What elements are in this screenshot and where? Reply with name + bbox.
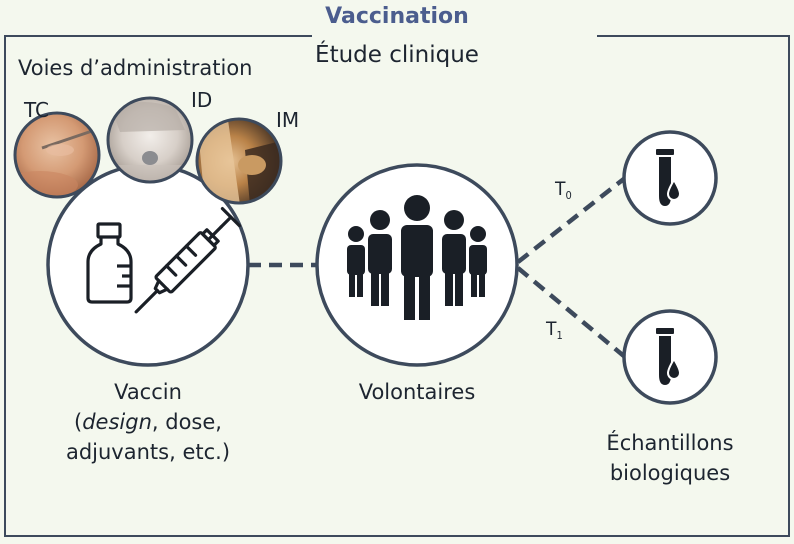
route-photo-id: [106, 96, 194, 184]
connector-volunteers-t1: [516, 266, 627, 359]
routes-title: Voies d’administration: [18, 56, 253, 80]
people-icon: [347, 195, 487, 320]
route-photo-im: [195, 117, 283, 205]
vaccine-label-line1: Vaccin: [114, 380, 182, 404]
outer-frame: [4, 35, 790, 537]
sample-tube-icon: [656, 328, 682, 385]
vaccine-label-line3: adjuvants, etc.): [65, 440, 231, 464]
vial-icon: [86, 222, 133, 304]
vaccine-label-design: design: [82, 410, 152, 434]
samples-label: Échantillons biologiques: [580, 428, 760, 488]
timepoint-t0-label: T0: [555, 178, 572, 202]
diagram-subtitle: Étude clinique: [315, 42, 479, 68]
samples-label-line1: Échantillons: [606, 431, 734, 455]
vaccine-label: Vaccin (design, dose, adjuvants, etc.): [28, 377, 268, 467]
route-label-id: ID: [191, 88, 213, 112]
volunteers-node: [315, 163, 519, 367]
route-label-im: IM: [276, 108, 300, 132]
vaccine-node: [46, 163, 250, 367]
syringe-icon: [134, 207, 241, 314]
sample-node-t0: [622, 130, 718, 226]
sample-node-t1: [622, 309, 718, 405]
route-photo-tc: [13, 111, 101, 199]
sample-tube-icon: [656, 149, 682, 206]
route-label-tc: TC: [24, 98, 50, 122]
diagram-title: Vaccination: [325, 4, 469, 29]
vaccine-label-line2: (design, dose,: [74, 410, 222, 434]
volunteers-label: Volontaires: [358, 380, 476, 404]
timepoint-t1-label: T1: [546, 318, 563, 342]
connector-volunteers-t0: [516, 176, 627, 264]
samples-label-line2: biologiques: [609, 461, 731, 485]
